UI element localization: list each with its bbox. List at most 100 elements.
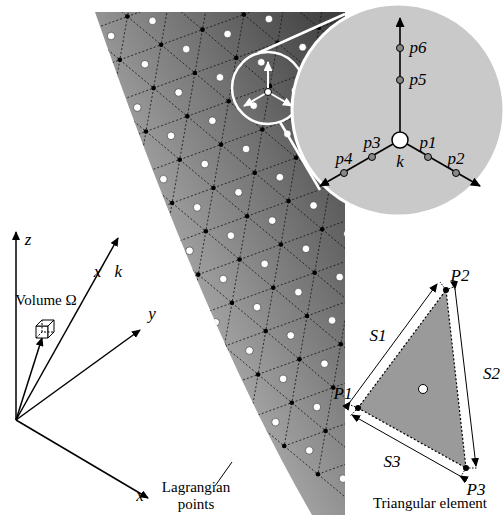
mesh-vertex	[455, 340, 460, 345]
mesh-edge	[203, 30, 237, 58]
mesh-edge	[120, 17, 128, 60]
mesh-edge	[255, 158, 296, 173]
mesh-edge	[247, 216, 281, 244]
mesh-edge	[457, 327, 498, 342]
mesh-vertex	[312, 270, 317, 275]
mesh-vertex	[9, 16, 14, 21]
mesh-vertex	[481, 412, 486, 417]
volume-cube	[36, 320, 54, 338]
mesh-edge	[465, 299, 499, 327]
mesh-edge	[52, 3, 86, 31]
mesh-edge	[63, 118, 71, 161]
mesh-edge	[213, 145, 221, 188]
symbol-label: S3	[384, 453, 401, 472]
mesh-edge	[465, 284, 503, 299]
mesh-edge	[183, 318, 191, 361]
mesh-edge	[165, 231, 206, 246]
mesh-edge	[187, 73, 195, 116]
mesh-edge	[232, 260, 240, 303]
lagrangian-point	[501, 213, 503, 221]
mesh-edge	[472, 212, 480, 255]
lagrangian-point	[253, 303, 261, 311]
mesh-vertex	[125, 14, 130, 19]
mesh-edge	[397, 243, 431, 271]
mesh-edge	[210, 0, 244, 15]
mesh-edge	[232, 288, 273, 303]
lagrangian-point	[272, 418, 280, 426]
mesh-edge	[138, 160, 179, 175]
zoom-stencil	[320, 18, 480, 186]
mesh-edge	[258, 359, 299, 374]
symbol-label: z	[25, 231, 32, 250]
mesh-edge	[71, 118, 105, 146]
mesh-edge	[105, 147, 139, 175]
mesh-vertex	[181, 359, 186, 364]
mesh-vertex	[320, 227, 325, 232]
mesh-vertex	[95, 188, 100, 193]
ring-arrows	[244, 62, 292, 106]
mesh-edge	[488, 169, 503, 197]
mesh-edge	[307, 316, 341, 344]
mesh-edge	[224, 346, 258, 374]
mesh-vertex	[357, 457, 362, 462]
lagrangian-point	[201, 160, 209, 168]
mesh-edge	[127, 0, 135, 17]
symbol-label: k	[396, 153, 404, 172]
mesh-edge	[191, 303, 232, 318]
mesh-edge	[322, 229, 356, 257]
mesh-vertex	[323, 429, 328, 434]
mesh-edge	[56, 162, 64, 205]
mesh-edge	[217, 390, 251, 418]
mesh-edge	[318, 459, 359, 474]
symbol-label: p2	[448, 150, 465, 169]
mesh-vertex	[271, 285, 276, 290]
lagrangian-point	[133, 104, 141, 112]
mesh-vertex	[46, 246, 51, 251]
mesh-vertex	[42, 44, 47, 49]
mesh-edge	[0, 177, 22, 192]
mesh-edge	[217, 346, 225, 389]
mesh-edge	[439, 227, 473, 255]
mesh-vertex	[211, 186, 216, 191]
lagrangian-point	[310, 202, 318, 210]
mesh-edge	[266, 331, 300, 359]
mesh-edge	[472, 256, 503, 284]
mesh-vertex	[282, 444, 287, 449]
mesh-edge	[326, 388, 334, 431]
mesh-edge	[299, 316, 307, 359]
mesh-edge	[169, 0, 177, 1]
mesh-edge	[273, 273, 314, 288]
mesh-vertex	[61, 159, 66, 164]
mesh-vertex	[193, 71, 198, 76]
mesh-vertex	[80, 274, 85, 279]
mesh-edge	[273, 244, 281, 287]
mesh-vertex	[283, 0, 288, 2]
mesh-edge	[318, 431, 326, 474]
mesh-edge	[165, 246, 199, 274]
mesh-edge	[89, 233, 123, 261]
mesh-edge	[19, 0, 53, 3]
lagrangian-point	[58, 91, 66, 99]
symbol-label: p1	[420, 134, 437, 153]
mesh-edge	[86, 0, 94, 32]
mesh-edge	[278, 0, 286, 43]
lagrangian-point	[268, 217, 276, 225]
mesh-edge	[105, 103, 113, 146]
lagrangian-point	[178, 290, 186, 298]
lagrangian-point	[149, 17, 157, 25]
mesh-edge	[240, 216, 248, 259]
mesh-edge	[123, 218, 131, 261]
symbol-label: S2	[483, 365, 500, 384]
mesh-vertex	[53, 203, 58, 208]
mesh-edge	[154, 88, 188, 116]
mesh-edge	[206, 216, 247, 231]
mesh-edge	[315, 229, 323, 272]
lagrangian-point	[339, 475, 347, 483]
mesh-edge	[307, 273, 315, 316]
mesh-vertex	[256, 372, 261, 377]
mesh-vertex	[69, 116, 74, 121]
mesh-vertex	[338, 342, 343, 347]
mesh-edge	[326, 431, 360, 459]
mesh-vertex	[136, 172, 141, 177]
mesh-edge	[382, 314, 423, 329]
